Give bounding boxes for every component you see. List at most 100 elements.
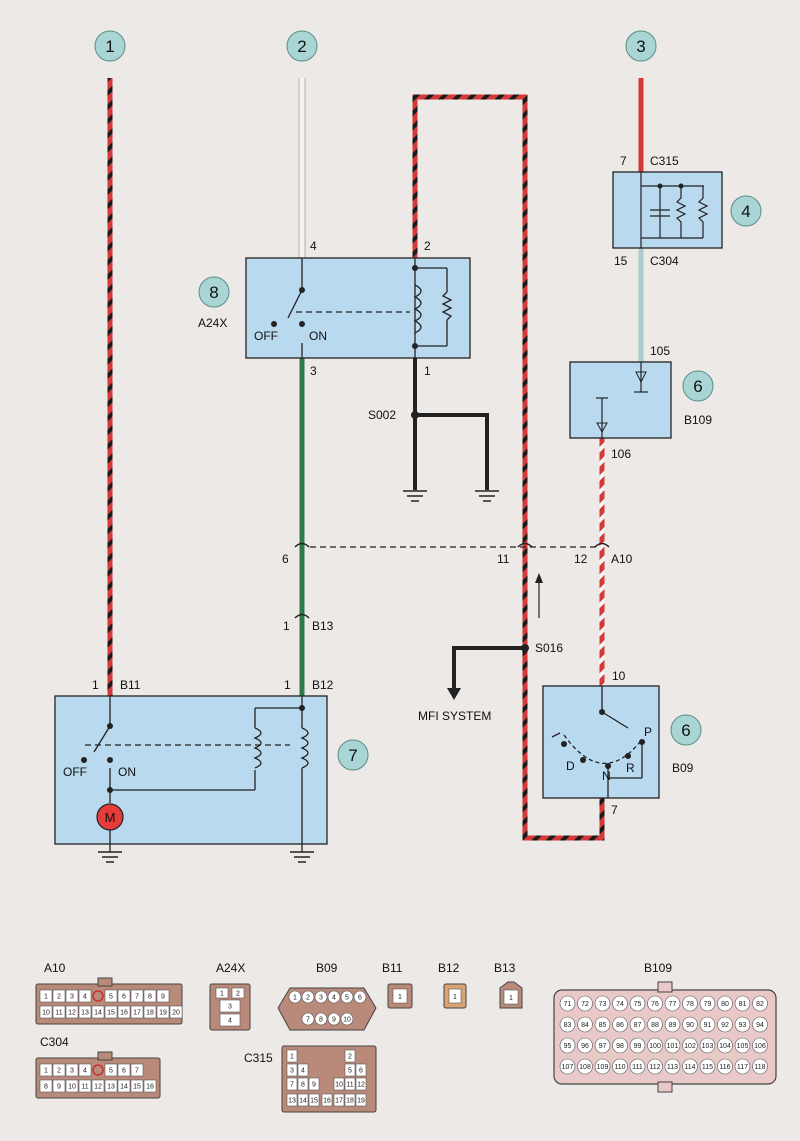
b09-title: B09: [316, 961, 338, 975]
connector-pin-label: 90: [686, 1022, 694, 1029]
connector-pin: [219, 999, 241, 1013]
connector-pin: [699, 1016, 716, 1033]
callout-1: 1: [94, 30, 126, 62]
s002-label: S002: [368, 408, 396, 422]
b13-connector-face: 1: [499, 981, 523, 1009]
svg-text:1: 1: [453, 994, 457, 1001]
connector-pin: [344, 1049, 356, 1063]
connector-pin-label: 2: [236, 991, 240, 998]
b109-title: B109: [644, 961, 672, 975]
connector-pin-label: 3: [290, 1068, 294, 1075]
connector-pin-label: 108: [579, 1064, 591, 1071]
b13-cup: [294, 613, 310, 619]
a10-pin-6: 6: [282, 552, 289, 566]
connector-pin-label: 92: [721, 1022, 729, 1029]
component-7-on: ON: [118, 765, 136, 779]
connector-pin-label: 81: [739, 1001, 747, 1008]
connector-pin: [156, 989, 170, 1003]
gear-r: R: [626, 761, 635, 775]
connector-pin: [39, 1063, 53, 1077]
wire-mfi: [452, 646, 525, 690]
connector-pin: [308, 1093, 320, 1107]
s016-splice: [521, 644, 529, 652]
connector-pin: [577, 1016, 593, 1033]
b12-pin: 1: [284, 678, 291, 692]
connector-pin: [78, 1063, 92, 1077]
connector-pin-label: 103: [702, 1043, 714, 1050]
connector-pin-label: 10: [335, 1082, 343, 1089]
connector-pin: [629, 1037, 646, 1054]
connector-pin-label: 2: [57, 994, 61, 1001]
connector-pin-label: 18: [346, 1098, 354, 1105]
connector-pin-label: 12: [357, 1082, 365, 1089]
connector-pin: [104, 1063, 118, 1077]
a24x-pin-4: 4: [310, 239, 317, 253]
connector-pin-label: 9: [57, 1084, 61, 1091]
connector-pin-label: 106: [754, 1043, 766, 1050]
connector-pin-label: 88: [651, 1022, 659, 1029]
svg-text:1: 1: [398, 994, 402, 1001]
connector-pin-label: 71: [564, 1001, 572, 1008]
a10-cup-12: [594, 542, 610, 548]
connector-pin-label: 19: [357, 1098, 365, 1105]
connector-pin: [752, 995, 768, 1012]
connector-pin: [91, 1005, 105, 1019]
connector-pin: [286, 1093, 298, 1107]
b12-title: B12: [438, 961, 460, 975]
wire-ground-s002: [413, 358, 489, 490]
svg-text:1: 1: [105, 37, 114, 56]
connector-pin: [682, 1058, 698, 1075]
callout-6-b09: 6: [670, 714, 702, 746]
callout-8: 8: [198, 276, 230, 308]
connector-pin-label: 77: [669, 1001, 677, 1008]
connector-pin-label: 8: [148, 994, 152, 1001]
connector-pin-label: 116: [719, 1064, 730, 1071]
connector-pin-label: 15: [310, 1098, 318, 1105]
connector-pin-label: 3: [228, 1004, 232, 1011]
gear-n: N: [602, 769, 611, 783]
connector-pin-label: 11: [55, 1010, 62, 1017]
connector-pin-label: 99: [634, 1043, 642, 1050]
b11-label: B11: [120, 678, 141, 692]
connector-pin-label: 9: [161, 994, 165, 1001]
connector-pin: [130, 1005, 144, 1019]
connector-pin-label: 109: [597, 1064, 609, 1071]
connector-pin: [231, 987, 245, 999]
connector-pin-label: 7: [290, 1082, 294, 1089]
connector-pin-label: 115: [702, 1064, 713, 1071]
connector-pin-label: 5: [345, 995, 349, 1002]
connector-pin-label: 4: [301, 1068, 305, 1075]
connector-pin-label: 4: [83, 1068, 87, 1075]
connector-pin: [629, 1016, 646, 1033]
connector-pin: [65, 1005, 79, 1019]
connector-pin: [117, 1063, 131, 1077]
connector-pin-label: 2: [57, 1068, 61, 1075]
connector-pin-label: 9: [312, 1082, 316, 1089]
connector-pin-label: 3: [70, 1068, 74, 1075]
connector-pin: [717, 1058, 733, 1075]
connector-pin: [647, 1058, 663, 1075]
connector-pin-label: 3: [70, 994, 74, 1001]
connector-pin-label: 112: [649, 1064, 660, 1071]
b11-pin: 1: [92, 678, 99, 692]
connector-pin-label: 18: [146, 1010, 154, 1017]
connector-pin-label: 104: [719, 1043, 731, 1050]
a10-pin-11: 11: [497, 552, 510, 566]
connector-pin: [301, 990, 315, 1004]
connector-pin: [577, 995, 593, 1012]
connector-pin: [52, 1079, 66, 1093]
connector-pin: [39, 1005, 53, 1019]
connector-pin: [301, 1012, 315, 1026]
callout-7: 7: [337, 739, 369, 771]
connector-pin-label: 82: [756, 1001, 764, 1008]
connector-pin-label: 85: [599, 1022, 607, 1029]
connector-pin: [143, 1005, 157, 1019]
connector-pin-label: 9: [332, 1017, 336, 1024]
connector-pin: [297, 1093, 309, 1107]
connector-pin: [344, 1063, 356, 1077]
connector-pin-label: 76: [651, 1001, 659, 1008]
connector-pin: [286, 1077, 298, 1091]
